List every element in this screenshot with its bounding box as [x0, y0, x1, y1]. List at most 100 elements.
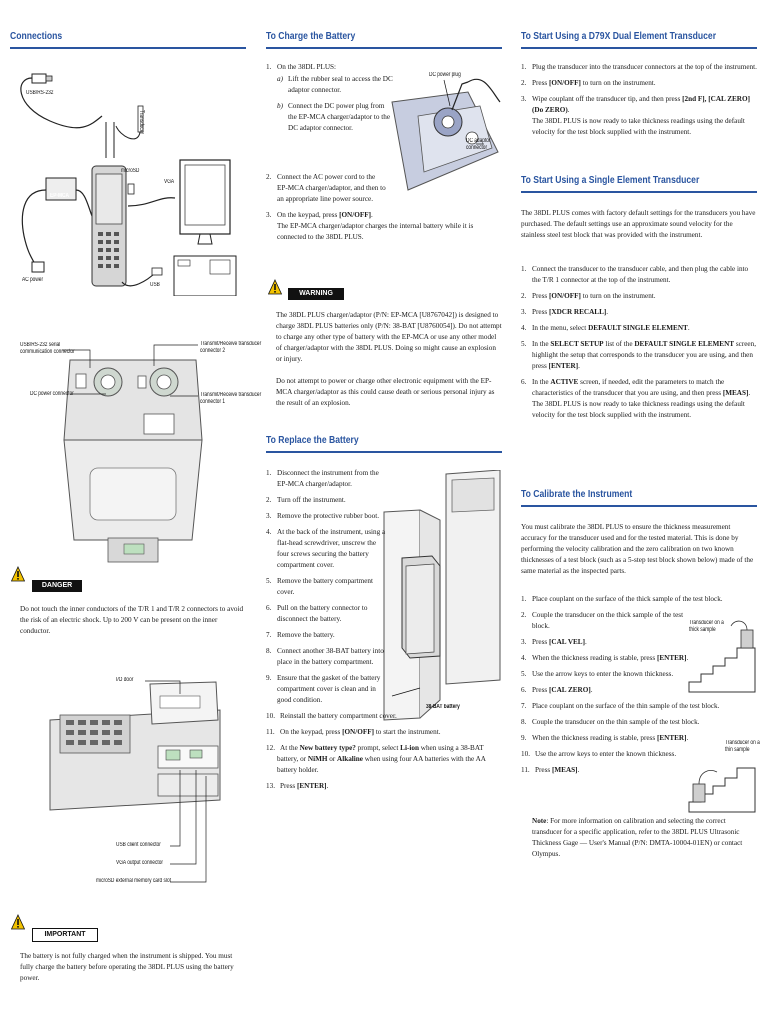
single-step-5: 5.In the SELECT SETUP list of the DEFAUL… [521, 340, 757, 370]
d79x-section: To Start Using a D79X Dual Element Trans… [521, 30, 757, 49]
label-dc-power-connector: DC power connector [30, 391, 74, 397]
thin-sample-figure [688, 767, 756, 813]
replace-steps: 1.Disconnect the instrument from the EP-… [266, 468, 502, 792]
replace-step-11: 11.On the keypad, press [ON/OFF] to star… [266, 728, 441, 736]
calibrate-step-11: 11.Press [MEAS]. [521, 766, 580, 774]
replace-step-12: 12.At the New battery type? prompt, sele… [266, 744, 486, 774]
danger-text: Do not touch the inner conductors of the… [20, 605, 244, 635]
on-off-key: [ON/OFF] [342, 728, 375, 736]
replace-step-9: 9.Ensure that the gasket of the battery … [266, 674, 381, 704]
heading-rule [10, 47, 246, 49]
important-icon [11, 914, 25, 930]
calibrate-title: To Calibrate the Instrument [521, 488, 633, 500]
charge-note: The EP-MCA charger/adaptor charges the i… [277, 222, 474, 241]
charge-step-3: 3.On the keypad, press [ON/OFF]. The EP-… [266, 210, 496, 243]
calibrate-step-5: 5.Use the arrow keys to enter the known … [521, 670, 674, 678]
port-leader-lines [62, 344, 198, 397]
single-section: To Start Using a Single Element Transduc… [521, 174, 757, 193]
single-intro: The 38DL PLUS comes with factory default… [521, 209, 756, 239]
calibrate-step-2: 2.Couple the transducer on the thick sam… [521, 611, 684, 630]
replace-step-5: 5.Remove the battery compartment cover. [266, 577, 373, 596]
single-steps: 1.Connect the transducer to the transduc… [521, 264, 757, 421]
d79x-step-3: 3.Wipe couplant off the transducer tip, … [521, 95, 750, 136]
calibrate-note: Note: For more information on calibratio… [532, 817, 743, 858]
replace-step-1: 1.Disconnect the instrument from the EP-… [266, 469, 379, 488]
label-microsd: microSD [121, 168, 140, 174]
replace-step-8: 8.Connect another 38-BAT battery into pl… [266, 647, 384, 666]
warning-text-2: Do not attempt to power or charge other … [276, 377, 495, 407]
instrument-top-drawing [63, 359, 203, 563]
calibrate-step-3: 3.Press [CAL VEL]. [521, 638, 587, 646]
io-leader-lines [145, 680, 207, 883]
warning-icon [268, 279, 282, 295]
io-door-drawing [49, 681, 221, 811]
usb-plug-icon [31, 73, 47, 84]
replace-step-13: 13.Press [ENTER]. [266, 782, 329, 790]
heading-rule [521, 191, 757, 193]
calibrate-steps: 1.Place couplant on the surface of the t… [521, 594, 757, 776]
on-off-key: [ON/OFF] [339, 211, 372, 219]
label-tr-connector-1: Transmit/Receive transducer connector 1 [200, 392, 262, 405]
single-step-3: 3.Press [XDCR RECALL]. [521, 308, 609, 316]
calibrate-intro: You must calibrate the 38DL PLUS to ensu… [521, 523, 754, 575]
label-ep-mca: EP-MCA [50, 193, 69, 199]
single-step-4: 4.In the menu, select DEFAULT SINGLE ELE… [521, 324, 690, 332]
replace-step-3: 3.Remove the protective rubber boot. [266, 512, 379, 520]
label-dc-power-plug: DC power plug [429, 72, 461, 78]
label-vga: VGA [164, 179, 175, 185]
charge-steps: 1.On the 38DL PLUS: a)Lift the rubber se… [266, 62, 394, 134]
replace-step-6: 6.Pull on the battery connector to disco… [266, 604, 368, 623]
replace-step-10: 10.Reinstall the battery compartment cov… [266, 712, 397, 720]
calibrate-step-1: 1.Place couplant on the surface of the t… [521, 595, 723, 603]
label-tr-connector-2: Transmit/Receive transducer connector 2 [200, 341, 262, 354]
label-usb-rs232: USB/RS-232 [26, 90, 54, 96]
label-ac-power: AC power [22, 277, 44, 283]
label-usb-client: USB client connector [116, 842, 161, 848]
connections-title: Connections [10, 30, 63, 42]
charge-step-2: 2.Connect the AC power cord to the EP-MC… [266, 173, 386, 203]
d79x-steps: 1.Plug the transducer into the transduce… [521, 62, 757, 138]
single-step-6: 6.In the ACTIVE screen, if needed, edit … [521, 378, 751, 419]
d79x-step-2: 2.Press [ON/OFF] to turn on the instrume… [521, 79, 656, 87]
danger-icon [11, 566, 25, 582]
label-38-bat-battery: 38-BAT battery [426, 704, 460, 710]
heading-rule [266, 451, 502, 453]
label-thick-sample: Transducer on a thick sample [689, 620, 724, 633]
d79x-title: To Start Using a D79X Dual Element Trans… [521, 30, 717, 42]
replace-title: To Replace the Battery [266, 434, 359, 446]
calibrate-step-6: 6.Press [CAL ZERO]. [521, 686, 593, 694]
danger-banner: DANGER [32, 580, 82, 592]
single-step-2: 2.Press [ON/OFF] to turn on the instrume… [521, 292, 656, 300]
transducer-cable-icon [137, 105, 144, 133]
calibrate-section: To Calibrate the Instrument [521, 488, 757, 507]
calibrate-step-4: 4.When the thickness reading is stable, … [521, 654, 689, 662]
calibrate-step-10: 10.Use the arrow keys to enter the known… [521, 750, 677, 758]
single-step-1: 1.Connect the transducer to the transduc… [521, 265, 749, 284]
warning-banner: WARNING [288, 288, 344, 300]
battery-figure [383, 470, 501, 721]
heading-rule [266, 47, 502, 49]
label-dc-adaptor-connector: DC adaptor connector [466, 138, 491, 151]
heading-rule [521, 505, 757, 507]
label-microsd-slot: microSD external memory card slot [96, 878, 171, 884]
charge-step-1: 1.On the 38DL PLUS: a)Lift the rubber se… [266, 63, 393, 132]
charge-steps-continued: 2.Connect the AC power cord to the EP-MC… [266, 172, 496, 243]
heading-rule [521, 47, 757, 49]
connections-section: Connections [10, 30, 246, 49]
charge-step-1b: Connect the DC power plug from the EP-MC… [288, 102, 391, 132]
important-banner: IMPORTANT [32, 928, 98, 942]
label-thin-sample: Transducer on a thin sample [725, 740, 760, 753]
label-usb-serial: USB/RS-232 serial communication connecto… [20, 342, 75, 355]
label-usb: USB [150, 282, 160, 288]
d79x-step-1: 1.Plug the transducer into the transduce… [521, 63, 757, 71]
usb-pc-plug-icon [151, 267, 163, 276]
label-io-door: I/O door [116, 677, 134, 683]
thick-sample-figure [688, 620, 756, 693]
warning-text-1: The 38DL PLUS charger/adaptor (P/N: EP-M… [276, 311, 502, 363]
connections-diagram [20, 73, 237, 296]
calibrate-step-7: 7.Place couplant on the surface of the t… [521, 702, 720, 710]
replace-step-2: 2.Turn off the instrument. [266, 496, 346, 504]
ac-plug-icon [31, 261, 45, 273]
enter-key: [ENTER] [296, 782, 327, 790]
charge-step-1a: Lift the rubber seal to access the DC ad… [288, 75, 393, 94]
